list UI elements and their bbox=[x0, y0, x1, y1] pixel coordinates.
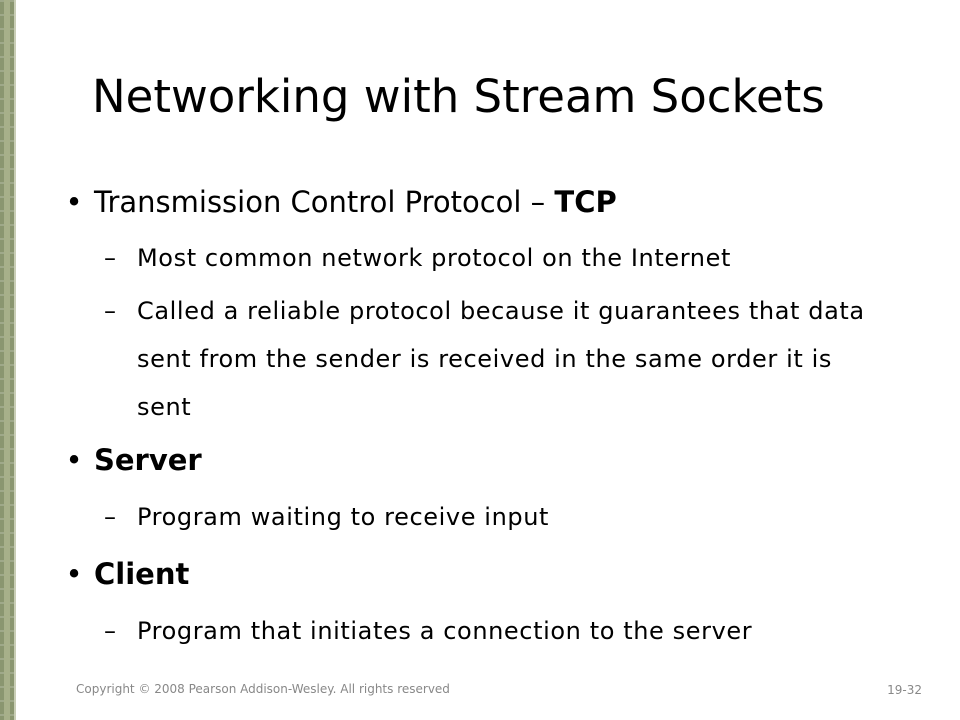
bullet-dot-icon: • bbox=[65, 185, 83, 219]
bullet-tcp-text: Transmission Control Protocol – TCP bbox=[94, 184, 617, 220]
dash-icon: – bbox=[104, 617, 117, 645]
subitem-tcp-2-text: Called a reliable protocol because it gu… bbox=[137, 297, 865, 421]
bullet-tcp-label-bold: TCP bbox=[554, 185, 617, 219]
slide-number: 19-32 bbox=[887, 683, 922, 697]
subitem-server-1-text: Program waiting to receive input bbox=[137, 503, 550, 531]
decorative-edge-line bbox=[14, 0, 16, 720]
slide-title: Networking with Stream Sockets bbox=[92, 70, 825, 123]
bullet-server-label: Server bbox=[94, 443, 202, 477]
bullet-dot-icon: • bbox=[65, 557, 83, 591]
bullet-dot-icon: • bbox=[65, 443, 83, 477]
subitem-client-1-text: Program that initiates a connection to t… bbox=[137, 617, 753, 645]
copyright-footer: Copyright © 2008 Pearson Addison-Wesley.… bbox=[76, 682, 450, 696]
dash-icon: – bbox=[104, 503, 117, 531]
subitem-tcp-1-text: Most common network protocol on the Inte… bbox=[137, 244, 731, 272]
dash-icon: – bbox=[104, 297, 117, 325]
decorative-stripe-inner bbox=[4, 0, 10, 720]
bullet-tcp-label: Transmission Control Protocol – bbox=[94, 185, 555, 219]
decorative-left-stripe bbox=[0, 0, 14, 720]
dash-icon: – bbox=[104, 244, 117, 272]
bullet-client-label: Client bbox=[94, 557, 190, 591]
